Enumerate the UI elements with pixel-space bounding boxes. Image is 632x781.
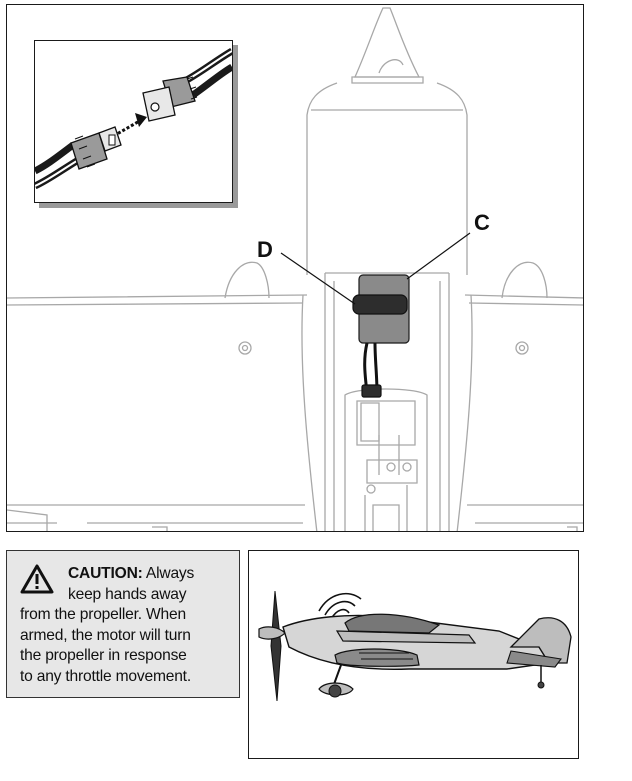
airplane-side-figure (248, 550, 579, 759)
caution-line-6: to any throttle movement. (20, 667, 191, 685)
callout-c: C (474, 210, 490, 235)
caution-line-1: Always (145, 565, 195, 582)
caution-title: CAUTION: (68, 565, 143, 582)
caution-box: CAUTION: Always keep hands away from the… (6, 550, 240, 698)
caution-text: CAUTION: Always keep hands away from the… (20, 564, 235, 688)
caution-line-2: keep hands away (68, 585, 187, 603)
connector-detail-illustration (35, 47, 232, 190)
caution-line-3: from the propeller. When (20, 606, 186, 624)
installation-figure: C D (6, 4, 584, 532)
airplane-side-illustration (258, 590, 572, 702)
callout-d: D (257, 237, 273, 262)
battery-connector (361, 384, 382, 398)
connector-inset (34, 40, 233, 203)
warning-triangle-icon (20, 564, 54, 594)
caution-line-5: the propeller in response (20, 647, 187, 665)
velcro-strap (352, 294, 408, 315)
caution-line-4: armed, the motor will turn (20, 626, 191, 644)
airplane-top-illustration (7, 7, 583, 531)
